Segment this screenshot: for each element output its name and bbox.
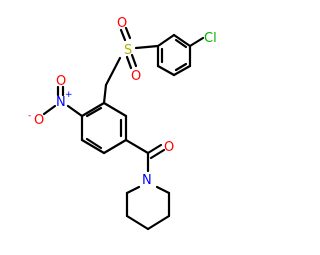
nitro-plus-charge: + <box>65 90 73 100</box>
bond <box>172 64 192 77</box>
bond <box>66 104 84 118</box>
atom-nitro-nitrogen-label: N <box>56 95 66 110</box>
bond <box>125 185 141 195</box>
bond <box>102 101 128 118</box>
bond <box>155 185 171 195</box>
bonds <box>42 26 205 231</box>
atom-sulfonyl-oxygen-bottom-label: O <box>131 69 141 84</box>
bond <box>172 33 192 48</box>
bond-double-inner <box>174 38 188 49</box>
atom-chlorine-label: Cl <box>204 31 217 46</box>
atom-nitro-oxygen-top-label: O <box>56 74 66 89</box>
bond <box>125 55 133 70</box>
bond-double-inner <box>85 137 103 150</box>
bond <box>119 28 127 42</box>
bond <box>146 143 163 155</box>
bond <box>125 214 150 231</box>
nitro-minus-charge: - <box>28 111 31 121</box>
molecule-drawing: Cl S O O N + O O - O N <box>28 16 217 231</box>
atom-carbonyl-oxygen-label: O <box>164 140 174 155</box>
bond-double-inner <box>85 106 103 118</box>
bond <box>42 104 57 116</box>
atom-piperidine-nitrogen-label: N <box>142 173 152 188</box>
atom-sulfur-label: S <box>124 43 132 58</box>
bond <box>188 36 205 48</box>
atom-nitro-oxygen-left-label: O <box>34 113 44 128</box>
bond <box>104 56 122 87</box>
bond <box>156 33 176 48</box>
bond <box>130 53 138 68</box>
bond <box>124 138 150 155</box>
bond <box>102 138 128 155</box>
structure-canvas: Cl S O O N + O O - O N <box>28 16 217 231</box>
atom-labels: Cl S O O N + O O - O N <box>28 16 217 188</box>
bond-double-inner <box>174 62 188 72</box>
bond <box>134 44 160 50</box>
bond <box>146 214 171 231</box>
bond <box>80 138 106 155</box>
atom-sulfonyl-oxygen-top-label: O <box>117 16 127 31</box>
bond <box>102 83 108 105</box>
bond <box>149 148 166 160</box>
bond <box>156 64 176 77</box>
bond <box>124 26 132 40</box>
bond <box>80 101 106 118</box>
